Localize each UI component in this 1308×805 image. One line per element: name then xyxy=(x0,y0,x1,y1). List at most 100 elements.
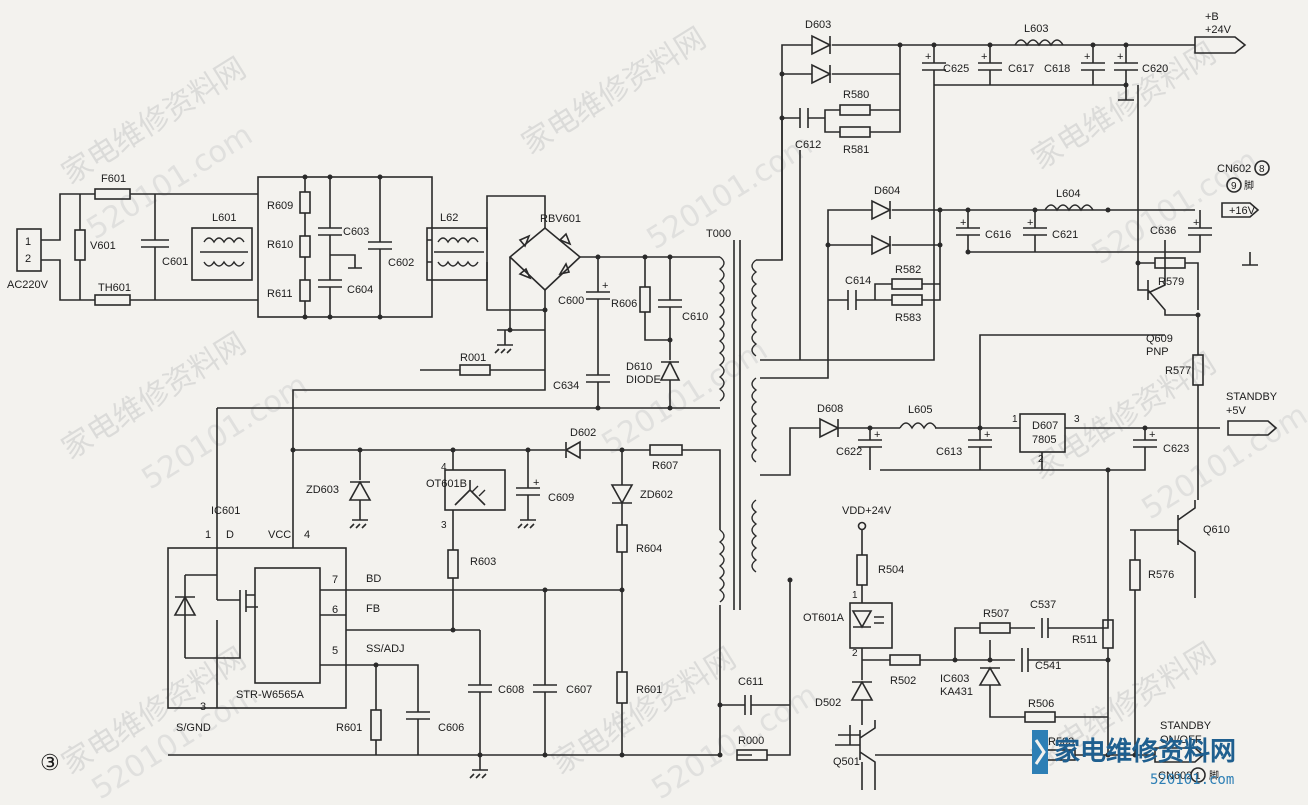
filter-block-frame xyxy=(257,176,433,318)
resistor-r507 xyxy=(979,622,1011,634)
r582-label: R582 xyxy=(895,264,921,276)
ic-pin3: 3 xyxy=(200,701,206,713)
r611-label: R611 xyxy=(267,288,292,300)
node-dot xyxy=(779,115,785,121)
c616-plus: + xyxy=(960,217,966,229)
c625-label: C625 xyxy=(943,63,969,75)
node-dot xyxy=(1195,312,1201,318)
r601a-label: R601 xyxy=(336,722,362,734)
cn602-pin1: 1 xyxy=(1195,771,1201,782)
ac220v-label: AC220V xyxy=(7,279,49,291)
logo-text: 家电维修资料网 xyxy=(1054,736,1236,767)
node-dot xyxy=(373,662,379,668)
standby-onoff-label-2: ON/OFF xyxy=(1160,734,1202,746)
ic601-mosfet xyxy=(184,548,258,708)
c621-plus: + xyxy=(1027,217,1033,229)
node-dot xyxy=(965,249,971,255)
inductor-l603 xyxy=(1014,39,1064,47)
resistor-r601-ss xyxy=(370,709,382,741)
node-dot xyxy=(937,242,943,248)
cap-bank-16v xyxy=(956,210,1258,266)
diode-d602 xyxy=(564,440,581,460)
node-dot xyxy=(667,405,673,411)
r581-label: R581 xyxy=(843,144,869,156)
ic-pin-ssadj: SS/ADJ xyxy=(366,643,405,655)
d608-label: D608 xyxy=(817,403,843,415)
c609-label: C609 xyxy=(548,492,574,504)
zener-d502 xyxy=(838,680,874,790)
plus-16v-terminal xyxy=(1221,202,1260,218)
ot601b-pin4: 4 xyxy=(441,462,447,473)
node-dot xyxy=(542,587,548,593)
q609-wires xyxy=(1137,85,1199,500)
bridge-outline xyxy=(508,226,582,292)
connector-pin-1: 1 xyxy=(25,236,31,248)
ic601-core xyxy=(254,567,321,684)
c622-label: C622 xyxy=(836,446,862,458)
node-dot xyxy=(1105,657,1111,663)
c614-label: C614 xyxy=(845,275,871,287)
resistor-r603 xyxy=(447,549,459,579)
d610-label: D610 xyxy=(626,361,652,373)
zd603-label: ZD603 xyxy=(306,484,339,496)
c620-plus: + xyxy=(1117,51,1123,63)
c620-label: C620 xyxy=(1142,63,1168,75)
optocoupler-ot601b xyxy=(444,469,506,511)
node-dot xyxy=(825,242,831,248)
cn602-pin1-circle xyxy=(1190,767,1206,783)
c616-label: C616 xyxy=(985,229,1011,241)
standby-5v-terminal xyxy=(1227,420,1278,436)
c600-plus: + xyxy=(602,280,608,292)
resistor-r609 xyxy=(299,191,311,214)
node-dot xyxy=(987,42,993,48)
d607-part-label: 7805 xyxy=(1032,434,1056,446)
plus-24v-label: +24V xyxy=(1205,24,1232,36)
capacitor-c609 xyxy=(516,450,540,529)
thermistor-th601 xyxy=(94,294,131,306)
node-dot xyxy=(717,752,723,758)
bridge-dc-wires xyxy=(292,256,720,505)
r506-label: R506 xyxy=(1028,698,1054,710)
c613-plus: + xyxy=(984,429,990,441)
vcc-rail xyxy=(293,449,721,530)
ic-pin7: 7 xyxy=(332,574,338,586)
r000-label: R000 xyxy=(738,735,764,747)
inductor-l604 xyxy=(1044,204,1094,212)
diode-d603 xyxy=(811,34,832,85)
node-dot xyxy=(931,42,937,48)
c609-plus: + xyxy=(533,477,539,489)
node-dot xyxy=(327,314,333,320)
th601-label: TH601 xyxy=(98,282,131,294)
diode-d604 xyxy=(871,199,892,256)
l62-label: L62 xyxy=(440,212,458,224)
ot601a-label: OT601A xyxy=(803,612,845,624)
l605-label: L605 xyxy=(908,404,932,416)
resistor-r502 xyxy=(889,654,921,666)
r583-label: R583 xyxy=(895,312,921,324)
node-dot xyxy=(1032,207,1038,213)
plus-b-label: +B xyxy=(1205,11,1219,23)
ic-pin-sgnd: S/GND xyxy=(176,722,211,734)
varistor-v601 xyxy=(74,229,86,261)
ac-input-section: 1 2 AC220V F601 V601 C601 TH601 L601 xyxy=(7,173,258,306)
logo-mark-arrow xyxy=(1034,739,1046,765)
resistor-r581 xyxy=(839,126,871,138)
node-dot xyxy=(1105,752,1111,758)
inductor-l605 xyxy=(899,422,937,430)
resistor-r576 xyxy=(1129,559,1141,591)
r577-label: R577 xyxy=(1165,365,1191,377)
c600-c634 xyxy=(586,257,720,409)
r610-label: R610 xyxy=(267,239,293,251)
c613-label: C613 xyxy=(936,446,962,458)
drain-vcc-wires xyxy=(216,407,598,548)
r609-label: R609 xyxy=(267,200,293,212)
r604-label: R604 xyxy=(636,543,662,555)
capacitor-c601 xyxy=(141,194,169,300)
ic601-label: IC601 xyxy=(211,505,240,517)
output-16v-section: D604 C614 R582 R583 + + + C616 C621 C636… xyxy=(760,85,1270,379)
capacitor-c606 xyxy=(406,711,430,755)
q609-collector xyxy=(979,334,1165,420)
node-dot xyxy=(642,254,648,260)
node-dot xyxy=(290,447,296,453)
